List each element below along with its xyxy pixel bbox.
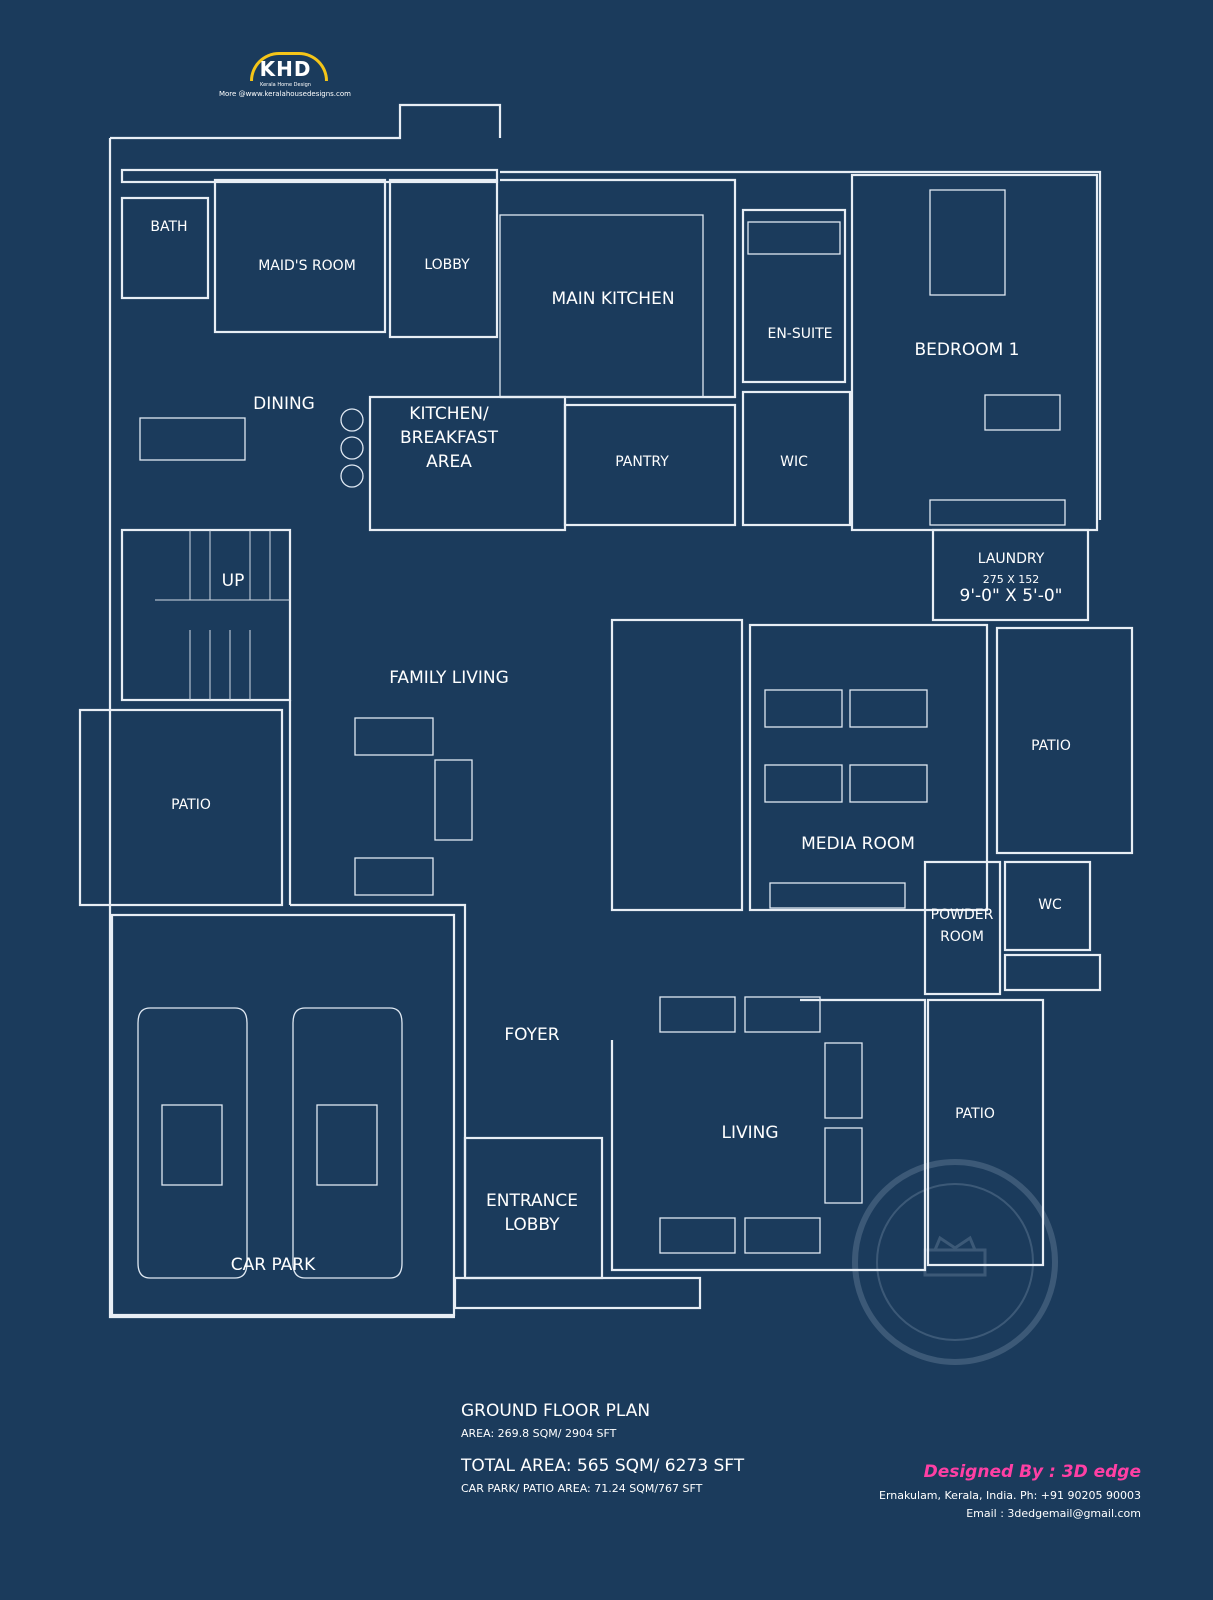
label-living: LIVING — [721, 1123, 778, 1143]
room-patio-left — [78, 708, 284, 907]
room-pantry — [563, 403, 737, 527]
room-maids — [213, 178, 387, 334]
total-area: TOTAL AREA: 565 SQM/ 6273 SFT — [461, 1456, 745, 1476]
label-car-park: CAR PARK — [231, 1255, 316, 1275]
logo-tagline: Kerala Home Design — [260, 82, 311, 88]
label-laundry-imperial: 9'-0" X 5'-0" — [960, 586, 1063, 606]
label-kitchen-2: BREAKFAST — [400, 428, 499, 448]
label-powder-1: POWDER — [931, 907, 994, 923]
room-wc — [1003, 860, 1092, 952]
label-entrance-1: ENTRANCE — [486, 1191, 578, 1211]
label-laundry-metric: 275 X 152 — [983, 573, 1040, 586]
plan-title: GROUND FLOOR PLAN — [461, 1401, 651, 1421]
label-patio-left: PATIO — [171, 797, 211, 813]
label-powder-2: ROOM — [940, 929, 984, 945]
room-lobby — [388, 178, 499, 339]
label-kitchen-1: KITCHEN/ — [409, 404, 489, 424]
logo-mark: KHD — [259, 57, 312, 81]
plan-area: AREA: 269.8 SQM/ 2904 SFT — [461, 1427, 617, 1440]
designer-credit: Designed By : 3D edge — [923, 1462, 1141, 1482]
designer-address: Ernakulam, Kerala, India. Ph: +91 90205 … — [879, 1489, 1141, 1502]
room-laundry — [931, 528, 1090, 622]
label-stair-up: UP — [222, 571, 245, 591]
label-bedroom1: BEDROOM 1 — [915, 340, 1020, 360]
label-media-room: MEDIA ROOM — [801, 834, 915, 854]
label-en-suite: EN-SUITE — [767, 326, 832, 342]
label-entrance-2: LOBBY — [504, 1215, 560, 1235]
courtyard — [610, 618, 744, 912]
logo-url: More @www.keralahousedesigns.com — [218, 90, 351, 98]
car-2 — [292, 1007, 403, 1279]
label-foyer: FOYER — [504, 1025, 559, 1045]
carpark-area: CAR PARK/ PATIO AREA: 71.24 SQM/767 SFT — [461, 1482, 703, 1495]
room-bath — [120, 196, 210, 300]
label-wic: WIC — [780, 454, 808, 470]
room-wic — [741, 390, 852, 527]
watermark-stamp — [852, 1159, 1058, 1365]
room-patio-bottom — [926, 998, 1045, 1267]
room-patio-right — [995, 626, 1134, 855]
room-labels: BATH MAID'S ROOM LOBBY MAIN KITCHEN EN-S… — [150, 219, 1070, 1275]
label-bath: BATH — [150, 219, 187, 235]
label-main-kitchen: MAIN KITCHEN — [551, 289, 674, 309]
bed — [929, 189, 1006, 296]
stairs — [120, 528, 292, 702]
furniture — [137, 189, 1066, 1279]
designer-email: Email : 3dedgemail@gmail.com — [966, 1507, 1141, 1520]
label-maids-room: MAID'S ROOM — [258, 258, 356, 274]
room-en-suite — [741, 208, 847, 384]
label-wc: WC — [1038, 897, 1062, 913]
label-pantry: PANTRY — [615, 454, 669, 470]
room-living — [610, 998, 927, 1272]
room-powder — [923, 860, 1002, 996]
label-family-living: FAMILY LIVING — [389, 668, 509, 688]
label-patio-bottom: PATIO — [955, 1106, 995, 1122]
label-lobby: LOBBY — [424, 257, 470, 273]
label-dining: DINING — [253, 394, 315, 414]
walls — [78, 103, 1134, 1319]
room-car-park — [110, 913, 456, 1317]
label-laundry: LAUNDRY — [978, 551, 1045, 567]
room-media — [748, 623, 989, 912]
label-kitchen-3: AREA — [426, 452, 472, 472]
label-patio-right: PATIO — [1031, 738, 1071, 754]
car-1 — [137, 1007, 248, 1279]
